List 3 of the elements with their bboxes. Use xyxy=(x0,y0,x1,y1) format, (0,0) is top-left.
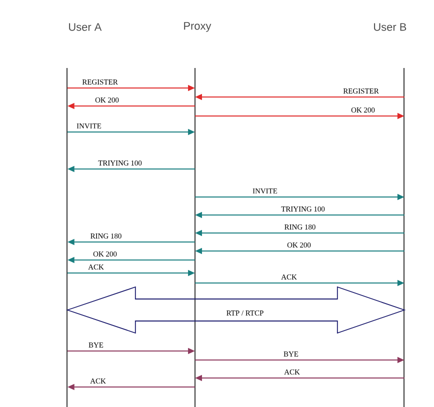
participant-label: User A xyxy=(69,23,102,31)
participant-label: User B xyxy=(374,23,406,31)
participant-label: Proxy xyxy=(184,22,212,32)
